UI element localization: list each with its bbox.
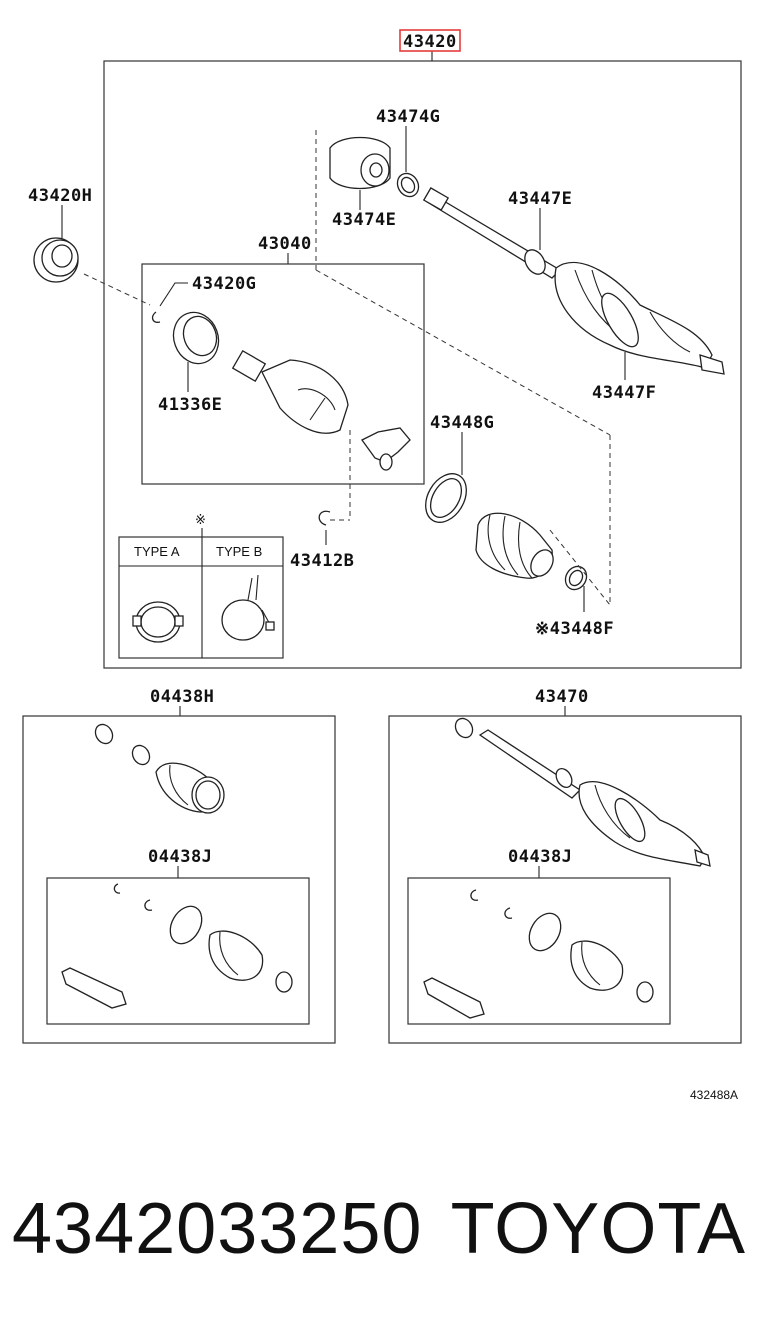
damper-43474E-part — [329, 136, 391, 190]
clamp-43448G-part — [425, 473, 467, 523]
main-assembly-frame — [103, 60, 742, 669]
type-table — [118, 536, 284, 659]
label-41336E[interactable]: 41336E — [158, 395, 222, 415]
clamp-43448F-part — [564, 565, 588, 591]
label-43474G[interactable]: 43474G — [376, 107, 440, 127]
label-04438H[interactable]: 04438H — [150, 687, 214, 707]
type-b-clamp-part — [221, 574, 275, 641]
label-43420[interactable]: 43420 — [403, 32, 457, 52]
footer: 4342033250 TOYOTA — [0, 1180, 760, 1290]
label-43412B[interactable]: 43412B — [290, 551, 354, 571]
type-b-label: TYPE B — [216, 544, 262, 559]
type-a-label: TYPE A — [134, 544, 180, 559]
kit-43470-frame — [388, 715, 742, 1044]
kit-43470-parts — [454, 717, 711, 867]
part-number: 4342033250 — [12, 1189, 423, 1269]
kit-04438J-left-frame — [46, 877, 310, 1025]
kit-04438H-frame — [22, 715, 336, 1044]
label-43040[interactable]: 43040 — [258, 234, 312, 254]
brand-name: TOYOTA — [450, 1189, 746, 1269]
label-43448G[interactable]: 43448G — [430, 413, 494, 433]
label-43448F[interactable]: ※43448F — [535, 619, 614, 639]
note-mark: ※ — [195, 512, 206, 527]
drive-shaft-part — [422, 187, 725, 375]
label-04438J-right[interactable]: 04438J — [508, 847, 572, 867]
kit-04438J-right-parts — [423, 889, 654, 1019]
label-43474E[interactable]: 43474E — [332, 210, 396, 230]
kit-04438J-left-parts — [61, 883, 293, 1009]
kit-04438J-right-frame — [407, 877, 671, 1025]
label-43447F[interactable]: 43447F — [592, 383, 656, 403]
label-43470[interactable]: 43470 — [535, 687, 589, 707]
clamp-43474G-part — [396, 172, 420, 198]
boot-part — [475, 512, 554, 579]
label-43447E[interactable]: 43447E — [508, 189, 572, 209]
highlight-box — [399, 29, 461, 52]
snap-ring-43412B-part — [318, 510, 331, 526]
snap-ring-43420G-part — [151, 311, 161, 323]
type-a-clamp-part — [132, 601, 184, 643]
diagram-reference-code: 432488A — [690, 1088, 738, 1102]
seal-43420H-part — [33, 237, 79, 283]
inner-joint-housing-part — [231, 349, 411, 471]
label-04438J-left[interactable]: 04438J — [148, 847, 212, 867]
ring-41336E-part — [172, 311, 220, 365]
kit-04438H-parts — [94, 723, 225, 814]
label-43420G[interactable]: 43420G — [192, 274, 256, 294]
inner-joint-frame — [141, 263, 425, 485]
label-43420H[interactable]: 43420H — [28, 186, 92, 206]
